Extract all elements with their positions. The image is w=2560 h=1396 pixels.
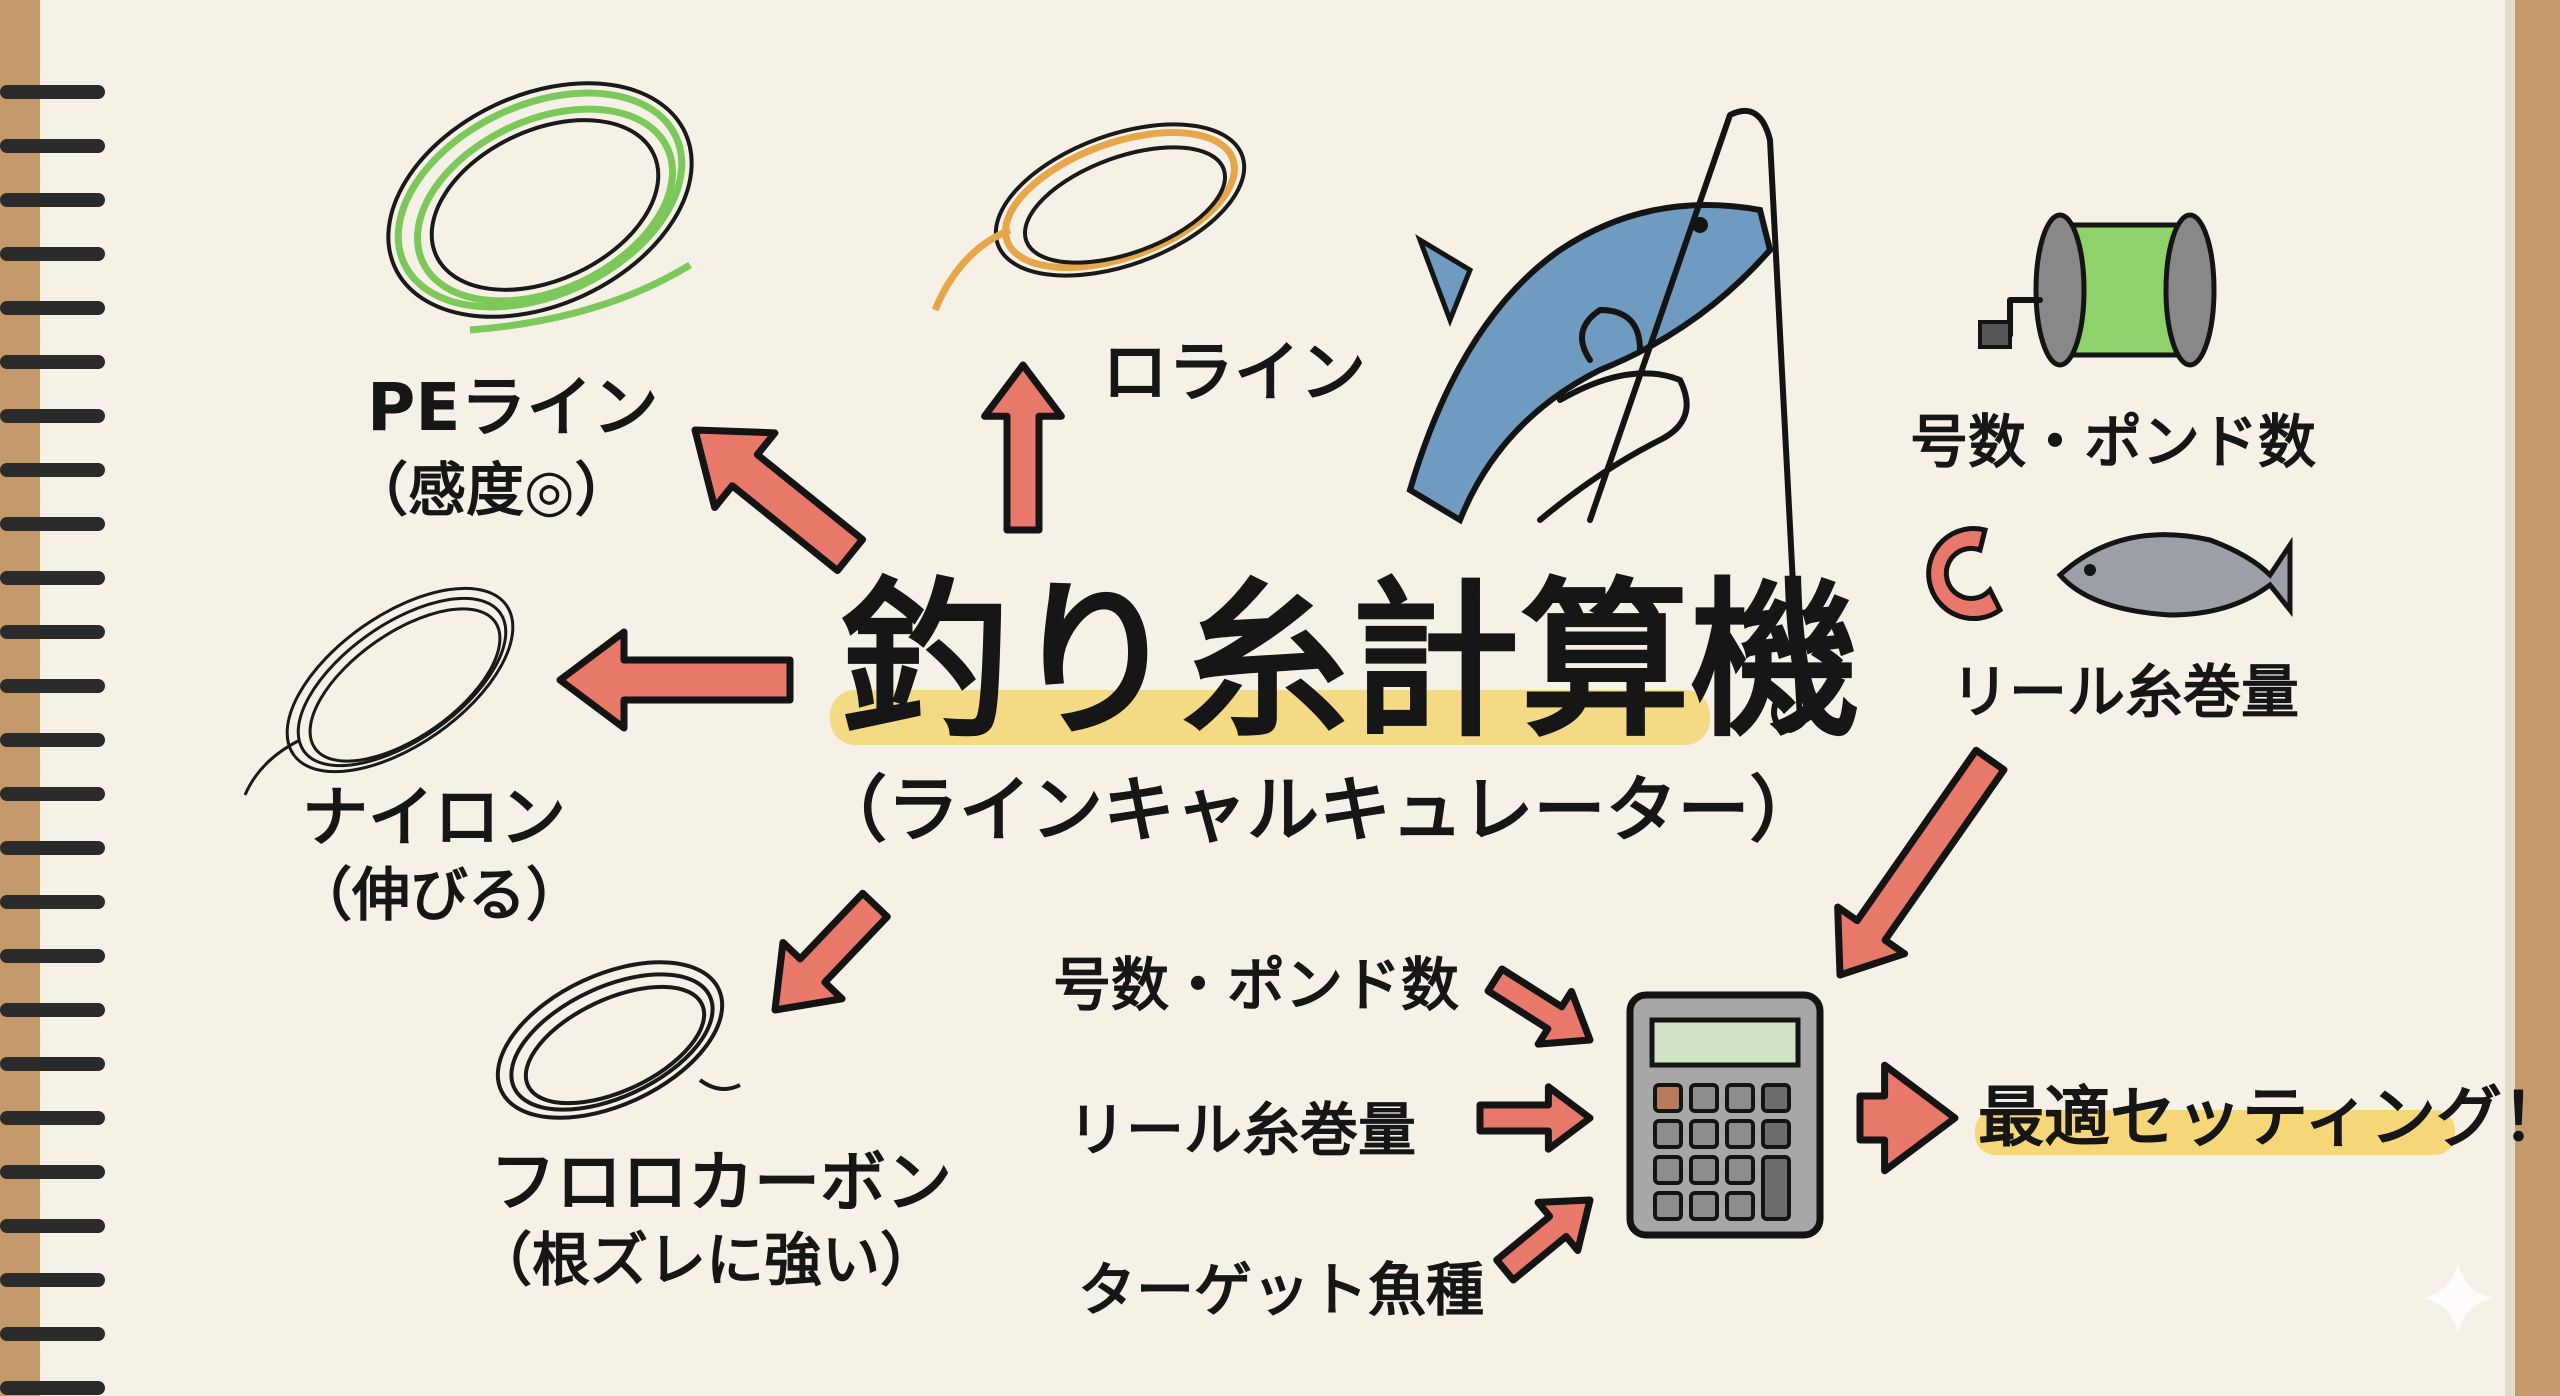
fluorocarbon-note: （根ズレに強い） bbox=[474, 1226, 938, 1294]
pe-line-label: PEライン bbox=[367, 369, 658, 446]
spiral-ring bbox=[0, 301, 105, 315]
arrow-icon bbox=[1476, 1083, 1594, 1153]
calculator-key bbox=[1653, 1155, 1683, 1185]
input-label-line-size: 号数・ポンド数 bbox=[1053, 951, 1459, 1019]
nylon-note: （伸びる） bbox=[294, 861, 584, 929]
spiral-binding bbox=[0, 85, 105, 1395]
calculator-key bbox=[1689, 1083, 1719, 1113]
line-spool-icon bbox=[1978, 212, 2217, 368]
calculator-key bbox=[1761, 1155, 1791, 1221]
nylon-label: ナイロン bbox=[302, 779, 566, 856]
nylon-line-coil-icon bbox=[243, 586, 515, 796]
calculator-icon bbox=[1626, 991, 1824, 1239]
spool-label: 号数・ポンド数 bbox=[1910, 408, 2316, 476]
spiral-ring bbox=[0, 463, 105, 477]
calculator-key bbox=[1725, 1119, 1755, 1149]
spiral-ring bbox=[0, 625, 105, 639]
spiral-ring bbox=[0, 895, 105, 909]
spiral-ring bbox=[0, 1057, 105, 1071]
input-label-target-fish: ターゲット魚種 bbox=[1078, 1256, 1484, 1324]
arrow-icon bbox=[1856, 1061, 1959, 1175]
calculator-key bbox=[1761, 1119, 1791, 1149]
pe-line-note: （感度◎） bbox=[350, 456, 633, 524]
ro-line-coil-icon bbox=[931, 122, 1247, 312]
calculator-key bbox=[1689, 1119, 1719, 1149]
result-highlight bbox=[1975, 1110, 2455, 1155]
fluorocarbon-label: フロロカーボン bbox=[490, 1144, 952, 1221]
arrow-icon bbox=[556, 628, 794, 732]
spiral-ring bbox=[0, 85, 105, 99]
calculator-key bbox=[1725, 1155, 1755, 1185]
spiral-ring bbox=[0, 1381, 105, 1395]
sparkle-icon bbox=[2422, 1262, 2494, 1334]
fluorocarbon-line-coil-icon bbox=[495, 960, 741, 1120]
page-title: 釣り糸計算機 bbox=[840, 563, 1860, 761]
arrow-icon bbox=[981, 361, 1065, 534]
arrow-icon bbox=[691, 426, 867, 575]
calculator-key bbox=[1689, 1155, 1719, 1185]
reel-capacity-label: リール糸巻量 bbox=[1951, 658, 2299, 726]
arrow-icon bbox=[1834, 746, 2008, 979]
calculator-key bbox=[1653, 1083, 1683, 1113]
arrow-icon bbox=[771, 889, 891, 1014]
reel-and-fish-icon bbox=[1926, 526, 2293, 622]
spiral-ring bbox=[0, 193, 105, 207]
spiral-ring bbox=[0, 409, 105, 423]
calculator-key bbox=[1725, 1191, 1755, 1221]
calculator-key bbox=[1653, 1191, 1683, 1221]
paper-edge bbox=[2505, 0, 2515, 1396]
spiral-ring bbox=[0, 949, 105, 963]
spiral-ring bbox=[0, 355, 105, 369]
spiral-ring bbox=[0, 517, 105, 531]
input-label-reel-capacity: リール糸巻量 bbox=[1068, 1096, 1416, 1164]
calculator-key bbox=[1689, 1191, 1719, 1221]
spiral-ring bbox=[0, 1111, 105, 1125]
fishing-catch-illustration bbox=[1406, 108, 1811, 733]
spiral-ring bbox=[0, 787, 105, 801]
calculator-key bbox=[1653, 1119, 1683, 1149]
spiral-ring bbox=[0, 139, 105, 153]
spiral-ring bbox=[0, 1219, 105, 1233]
spiral-ring bbox=[0, 733, 105, 747]
spiral-ring bbox=[0, 1003, 105, 1017]
spiral-ring bbox=[0, 1273, 105, 1287]
title-highlight bbox=[830, 690, 1710, 745]
arrow-icon bbox=[1484, 965, 1594, 1048]
result-label: 最適セッティング！ bbox=[1978, 1079, 2560, 1156]
spiral-ring bbox=[0, 571, 105, 585]
calculator-key bbox=[1761, 1083, 1791, 1113]
calculator-key bbox=[1725, 1083, 1755, 1113]
ro-line-label: ロライン bbox=[1102, 334, 1366, 411]
spiral-ring bbox=[0, 1327, 105, 1341]
page-subtitle: （ラインキャルキュレーター） bbox=[815, 768, 1822, 852]
spiral-ring bbox=[0, 679, 105, 693]
pe-line-coil-icon bbox=[386, 81, 694, 334]
spiral-ring bbox=[0, 1165, 105, 1179]
spiral-ring bbox=[0, 841, 105, 855]
spiral-ring bbox=[0, 247, 105, 261]
arrow-icon bbox=[1493, 1196, 1594, 1284]
